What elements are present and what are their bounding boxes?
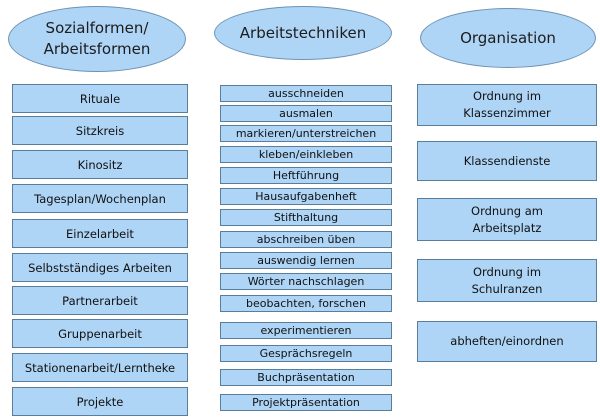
item-gespraechsregeln: Gesprächsregeln: [220, 345, 392, 362]
header-sozialformen-label: Sozialformen/ Arbeitsformen: [43, 19, 151, 58]
item-woerter-nachschlagen: Wörter nachschlagen: [220, 273, 392, 290]
item-sitzkreis: Sitzkreis: [12, 116, 188, 145]
item-beobachten-forschen: beobachten, forschen: [220, 295, 392, 312]
item-partnerarbeit: Partnerarbeit: [12, 286, 188, 315]
item-klassendienste-label: Klassendienste: [463, 153, 551, 168]
item-ordnung-arbeitsplatz-label: Ordnung am Arbeitsplatz: [471, 203, 543, 235]
header-sozialformen: Sozialformen/ Arbeitsformen: [8, 6, 186, 72]
item-heftfuehrung: Heftführung: [220, 167, 392, 184]
item-selbststaendiges-arbeiten: Selbstständiges Arbeiten: [12, 253, 188, 282]
header-organisation-label: Organisation: [460, 28, 556, 47]
item-einzelarbeit: Einzelarbeit: [12, 219, 188, 248]
item-stationenarbeit: Stationenarbeit/Lerntheke: [12, 353, 188, 382]
item-experimentieren: experimentieren: [220, 322, 392, 339]
item-abheften: abheften/einordnen: [417, 321, 597, 362]
item-kleben: kleben/einkleben: [220, 146, 392, 163]
item-ordnung-klassenzimmer: Ordnung im Klassenzimmer: [417, 84, 597, 126]
header-arbeitstechniken: Arbeitstechniken: [214, 6, 392, 60]
item-buchpraesentation: Buchpräsentation: [220, 369, 392, 386]
item-auswendig-lernen: auswendig lernen: [220, 252, 392, 269]
item-gruppenarbeit: Gruppenarbeit: [12, 319, 188, 348]
item-klassendienste: Klassendienste: [417, 141, 597, 181]
item-ausschneiden: ausschneiden: [220, 85, 392, 102]
item-abschreiben: abschreiben üben: [220, 231, 392, 248]
item-projekte: Projekte: [12, 387, 188, 416]
item-ordnung-arbeitsplatz: Ordnung am Arbeitsplatz: [417, 198, 597, 241]
item-ordnung-schulranzen-label: Ordnung im Schulranzen: [471, 264, 543, 296]
item-ordnung-schulranzen: Ordnung im Schulranzen: [417, 259, 597, 302]
item-hausaufgabenheft: Hausaufgabenheft: [220, 188, 392, 205]
item-abheften-label: abheften/einordnen: [450, 334, 564, 348]
item-markieren: markieren/unterstreichen: [220, 125, 392, 142]
item-rituale: Rituale: [12, 84, 188, 113]
header-organisation: Organisation: [420, 8, 596, 68]
item-projektpraesentation: Projektpräsentation: [220, 394, 392, 411]
header-arbeitstechniken-label: Arbeitstechniken: [239, 23, 367, 42]
item-ordnung-klassenzimmer-label: Ordnung im Klassenzimmer: [463, 89, 551, 120]
item-tagesplan: Tagesplan/Wochenplan: [12, 184, 188, 213]
item-stifthaltung: Stifthaltung: [220, 209, 392, 226]
item-kinositz: Kinositz: [12, 150, 188, 179]
item-ausmalen: ausmalen: [220, 105, 392, 122]
